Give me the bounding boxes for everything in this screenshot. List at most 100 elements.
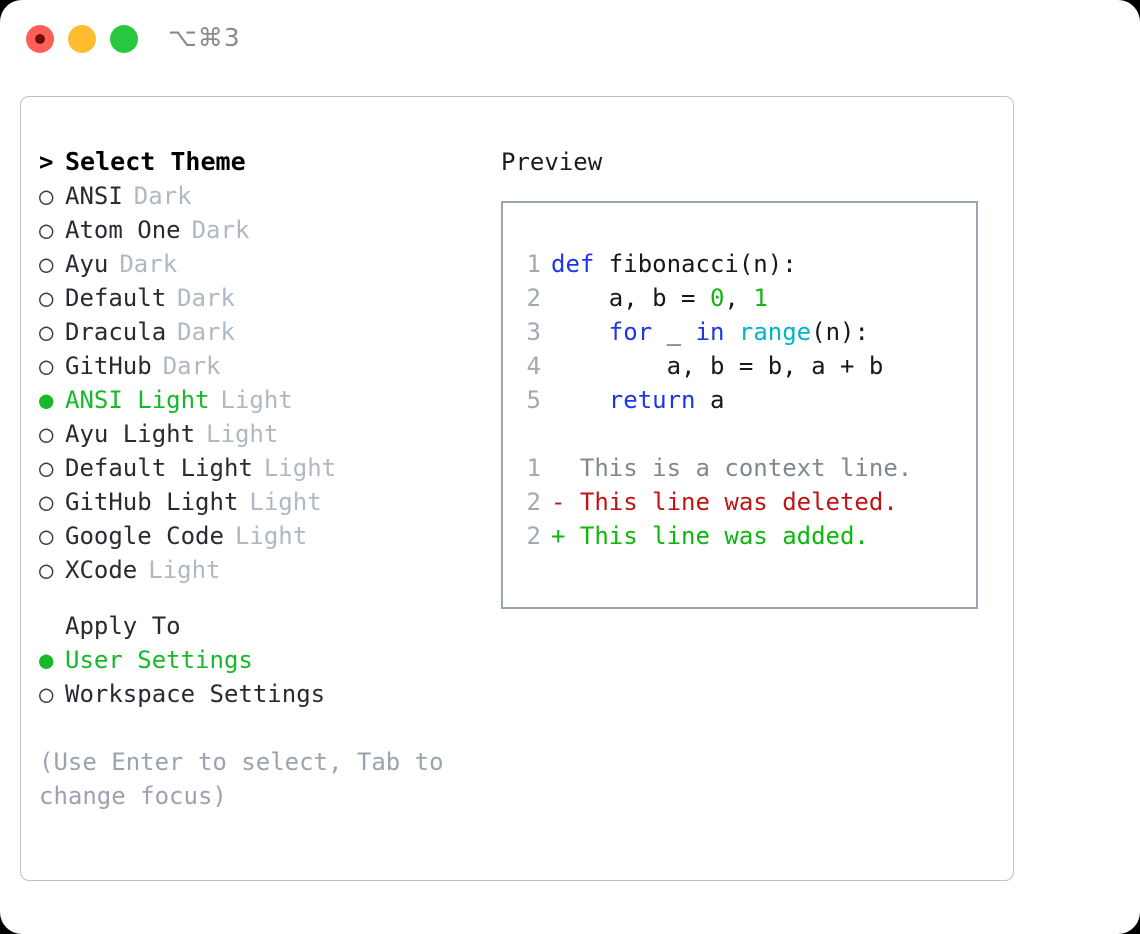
code-token-kw: return [608, 386, 696, 414]
theme-option-label: Atom One [65, 216, 181, 244]
preview-title: Preview [501, 148, 603, 176]
select-theme-header-label: Select Theme [65, 147, 246, 176]
code-token-plain: fibonacci(n): [608, 250, 797, 278]
code-line-number: 2 [526, 284, 541, 312]
close-button[interactable] [26, 25, 54, 53]
code-token-plain: (n): [811, 318, 869, 346]
code-token-fn: range [738, 318, 812, 346]
code-token-plain: a [695, 386, 725, 414]
code-line-number: 4 [526, 352, 541, 380]
code-token-plain: a, b = [551, 284, 710, 312]
diff-line-number: 1 [526, 454, 541, 482]
code-line-number: 1 [526, 250, 541, 278]
radio-unselected-icon: ○ [39, 420, 54, 448]
diff-line-text: + This line was added. [551, 522, 869, 550]
theme-option-ayu[interactable]: ○ Ayu Dark [39, 247, 479, 281]
theme-option-label: Ayu Light [65, 420, 196, 448]
code-token-plain [551, 318, 609, 346]
theme-option-label: Google Code [65, 522, 224, 550]
code-token-kw: def [551, 250, 609, 278]
code-line-number: 5 [526, 386, 541, 414]
select-theme-header: >Select Theme [39, 145, 479, 179]
apply-section-spacer [39, 587, 479, 609]
title-bar: ⌥⌘3 [0, 0, 1140, 78]
code-token-plain: _ [652, 318, 696, 346]
apply-to-options-list: ● User Settings ○Workspace Settings [39, 643, 479, 711]
theme-option-label: ANSI Light [65, 386, 210, 414]
theme-option-ansi[interactable]: ○ ANSI Dark [39, 179, 479, 213]
code-line-text: a, b = 0, 1 [551, 281, 768, 315]
theme-option-ayu-light[interactable]: ○ Ayu Light Light [39, 417, 479, 451]
code-line: 3 for _ in range(n): [503, 315, 976, 349]
theme-variant-badge: Dark [177, 318, 235, 346]
diff-line-del: 2 - This line was deleted. [503, 485, 976, 519]
code-line: 5 return a [503, 383, 976, 417]
theme-variant-badge: Light [148, 556, 221, 584]
minimize-button[interactable] [68, 25, 96, 53]
theme-option-xcode[interactable]: ○ XCode Light [39, 553, 479, 587]
theme-variant-badge: Dark [133, 182, 192, 210]
theme-option-label: GitHub Light [65, 488, 239, 516]
radio-unselected-icon: ○ [39, 454, 54, 482]
code-diff-gap [503, 417, 976, 451]
radio-selected-icon: ● [39, 646, 54, 674]
radio-unselected-icon: ○ [39, 182, 54, 210]
code-line: 2 a, b = 0, 1 [503, 281, 976, 315]
code-line: 1 def fibonacci(n): [503, 247, 976, 281]
theme-option-label: ANSI [65, 182, 123, 210]
apply-to-header: ○Apply To [39, 609, 479, 643]
diff-line-add: 2+ This line was added. [503, 519, 976, 553]
radio-unselected-icon: ○ [39, 250, 54, 278]
theme-option-label: Ayu [65, 250, 109, 278]
theme-variant-badge: Dark [162, 352, 221, 380]
theme-variant-badge: Light [206, 420, 279, 448]
diff-line-ctx: 1 This is a context line. [503, 451, 976, 485]
radio-unselected-icon: ○ [39, 488, 54, 516]
theme-variant-badge: Light [263, 454, 337, 482]
diff-line-text: This is a context line. [551, 454, 913, 482]
hint-spacer [39, 711, 479, 745]
code-line-text: return a [551, 383, 725, 417]
diff-line-text: - This line was deleted. [551, 488, 898, 516]
diff-line-number: 2 [526, 488, 541, 516]
keyboard-hint-text: (Use Enter to select, Tab to change focu… [39, 748, 459, 810]
code-line-number: 3 [526, 318, 541, 346]
diff-sample: 1 This is a context line. 2 - This line wa… [503, 451, 976, 553]
radio-unselected-icon: ○ [39, 352, 54, 380]
radio-unselected-icon: ○ [39, 216, 54, 244]
keyboard-shortcut-label: ⌥⌘3 [168, 23, 241, 52]
apply-option-label: User Settings [65, 646, 253, 674]
code-token-kw: for [608, 318, 653, 346]
code-line-text: for _ in range(n): [551, 315, 869, 349]
code-line-text: a, b = b, a + b [551, 349, 884, 383]
code-token-num: 0 [709, 284, 725, 312]
apply-option-workspace-settings[interactable]: ○Workspace Settings [39, 677, 479, 711]
radio-unselected-icon: ○ [39, 556, 54, 584]
apply-to-header-label: Apply To [65, 612, 181, 640]
code-token-num: 1 [753, 284, 768, 312]
apply-option-user-settings[interactable]: ● User Settings [39, 643, 479, 677]
theme-variant-badge: Dark [119, 250, 178, 278]
code-token-plain: , [724, 284, 754, 312]
theme-variant-badge: Light [220, 386, 293, 414]
apply-option-label: Workspace Settings [65, 680, 326, 708]
code-line: 4 a, b = b, a + b [503, 349, 976, 383]
theme-option-label: XCode [65, 556, 138, 584]
theme-option-label: Default [65, 284, 167, 312]
maximize-button[interactable] [110, 25, 138, 53]
radio-unselected-icon: ○ [39, 284, 54, 312]
